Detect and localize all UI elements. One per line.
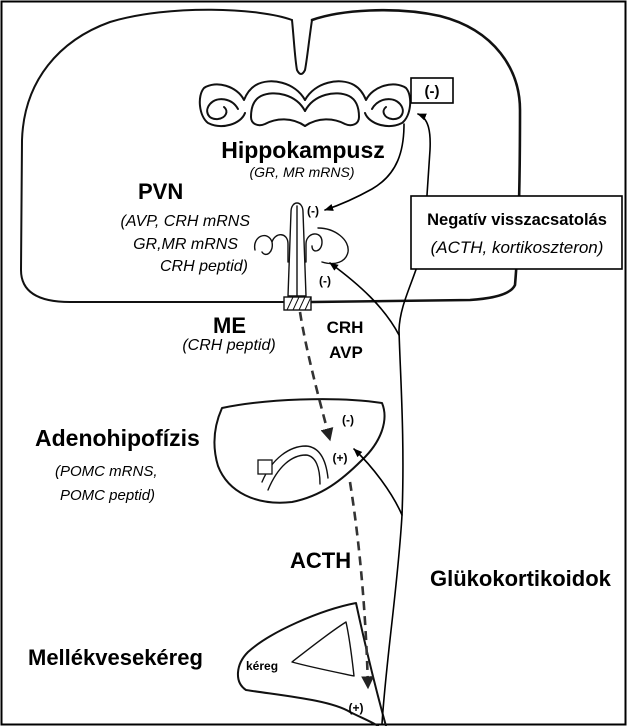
adrenal-cortex-inner-label: kéreg xyxy=(246,659,278,673)
glucocorticoids-label: Glükokortikoidok xyxy=(430,566,612,591)
pvn-inhibition-sign-upper: (-) xyxy=(307,204,319,218)
acth-dashed-arrow xyxy=(350,482,368,688)
third-ventricle xyxy=(288,203,306,296)
glucocorticoid-to-pituitary-arrow xyxy=(354,449,402,515)
hippocampus-feedback-sign: (-) xyxy=(425,83,440,100)
negative-feedback-detail: (ACTH, kortikoszteron) xyxy=(431,238,604,257)
pvn-drawing-right xyxy=(306,228,348,264)
pvn-detail-line: CRH peptid) xyxy=(160,258,248,275)
pvn-label: PVN xyxy=(138,179,183,204)
hippocampus-spiral xyxy=(207,99,238,119)
longitudinal-fissure xyxy=(292,20,312,74)
pituitary-outline xyxy=(215,399,385,503)
hippocampus-drawing-right xyxy=(305,81,410,126)
adenohypophysis-label: Adenohipofízis xyxy=(35,425,200,451)
hippocampus-spiral xyxy=(372,99,403,119)
pvn-detail-line: GR,MR mRNS xyxy=(133,236,238,253)
me-detail: (CRH peptid) xyxy=(182,337,275,354)
negative-feedback-label: Negatív visszacsatolás xyxy=(427,211,607,229)
adrenal-stimulation-sign: (+) xyxy=(349,701,364,715)
acth-label: ACTH xyxy=(290,548,351,573)
hippocampus-drawing-left xyxy=(200,81,305,126)
crh-avp-dashed-arrow xyxy=(300,312,330,440)
median-eminence-drawing xyxy=(284,297,311,310)
negative-feedback-box xyxy=(411,196,622,269)
avp-label: AVP xyxy=(329,343,363,362)
hippocampus-detail: (GR, MR mRNS) xyxy=(250,164,355,180)
me-label: ME xyxy=(213,313,246,338)
pvn-detail-line: (AVP, CRH mRNS xyxy=(120,213,250,230)
pituitary-stimulation-sign: (+) xyxy=(333,451,348,465)
adenohypophysis-detail-line: POMC peptid) xyxy=(60,487,155,504)
adrenal-cortex-label: Mellékvesekéreg xyxy=(28,645,203,670)
pvn-inhibition-sign-lower: (-) xyxy=(319,274,331,288)
crh-label: CRH xyxy=(327,318,364,337)
hippocampus-label: Hippokampusz xyxy=(221,137,385,163)
adrenal-medulla-outline xyxy=(292,622,354,676)
pvn-drawing-left xyxy=(255,235,288,262)
pituitary-drawing xyxy=(215,399,385,503)
hippocampus-inner-contour xyxy=(251,93,305,126)
pituitary-detail-square xyxy=(258,460,272,474)
adenohypophysis-detail-line: (POMC mRNS, xyxy=(55,463,158,480)
pituitary-inhibition-sign: (-) xyxy=(342,413,354,427)
hippocampus-inner-contour xyxy=(305,93,359,126)
